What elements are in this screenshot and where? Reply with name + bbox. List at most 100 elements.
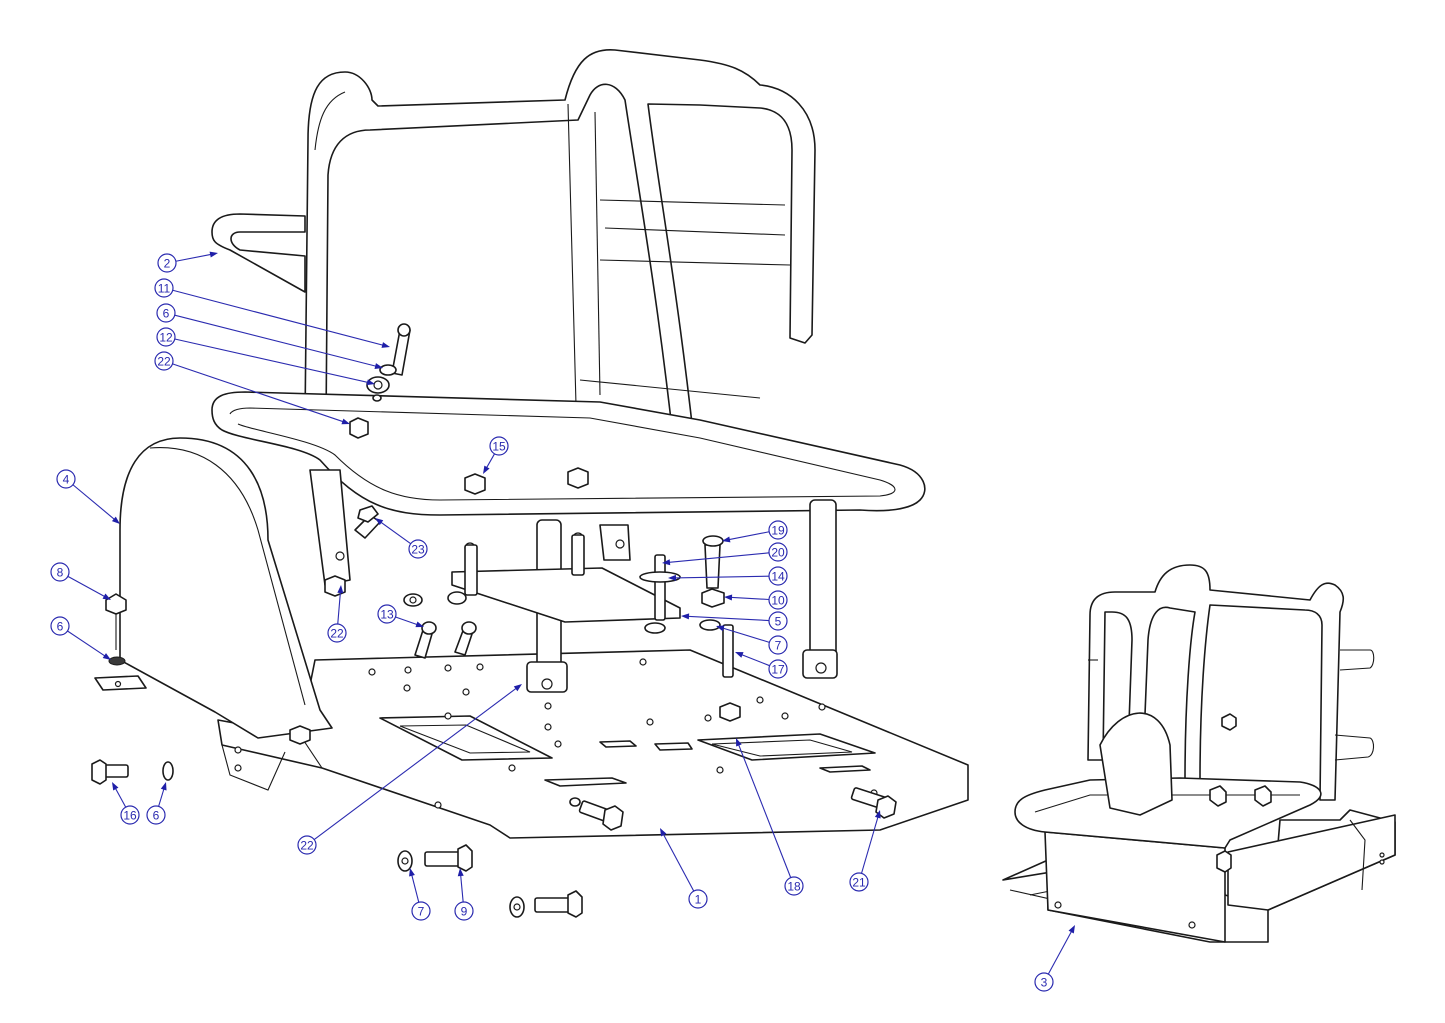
leader-arrowhead [722, 536, 731, 543]
balloon-b19: 19 [722, 520, 788, 543]
balloon-b18: 18 [736, 738, 804, 896]
balloon-circle [768, 659, 788, 679]
balloon-b22c: 22 [297, 684, 522, 855]
leader-line [737, 743, 792, 878]
balloon-circle [50, 562, 70, 582]
balloon-label: 6 [163, 307, 170, 321]
leader-arrowhead [337, 585, 344, 594]
leader-arrowhead [375, 518, 384, 526]
base-deck [217, 649, 969, 839]
balloon-circle [156, 327, 176, 347]
leader-arrowhead [415, 621, 424, 628]
balloon-label: 22 [330, 627, 344, 641]
balloon-b12: 12 [156, 327, 375, 386]
balloon-b17: 17 [735, 652, 788, 679]
leader-line [721, 627, 770, 643]
balloon-label: 23 [411, 543, 425, 557]
balloon-circle [377, 604, 397, 624]
leader-line [172, 363, 345, 423]
balloon-label: 22 [157, 355, 171, 369]
balloon-circle [56, 469, 76, 489]
leader-arrowhead [457, 868, 464, 877]
balloon-circle [688, 889, 708, 909]
balloon-b1: 1 [660, 828, 708, 909]
balloon-label: 6 [153, 809, 160, 823]
balloon-label: 7 [418, 905, 425, 919]
balloon-circle [156, 303, 176, 323]
balloon-circle [408, 539, 428, 559]
leader-line [174, 314, 378, 368]
leader-arrowhead [668, 574, 677, 581]
leader-arrowhead [374, 363, 383, 369]
leader-line [667, 552, 770, 563]
balloon-label: 3 [1041, 976, 1048, 990]
balloon-label: 7 [775, 639, 782, 653]
balloon-b21: 21 [849, 810, 881, 892]
balloon-circle [768, 611, 788, 631]
leader-line [67, 630, 107, 658]
leader-line [673, 575, 770, 579]
leader-arrowhead [735, 652, 744, 658]
balloon-circle [784, 876, 804, 896]
leader-arrowhead [366, 379, 375, 386]
leader-arrowhead [660, 828, 667, 837]
leader-arrowhead [341, 418, 350, 425]
balloon-b7b: 7 [409, 868, 431, 921]
balloon-label: 13 [380, 608, 394, 622]
leader-line [662, 833, 695, 892]
main-assembly [91, 49, 969, 918]
balloon-label: 9 [461, 905, 468, 919]
leader-line [729, 596, 770, 601]
balloon-label: 20 [771, 546, 785, 560]
balloon-circle [297, 835, 317, 855]
leader-line [410, 873, 420, 903]
leader-arrowhead [662, 559, 671, 566]
leader-line [72, 484, 116, 521]
balloon-b22b: 22 [327, 585, 347, 643]
balloon-circle [768, 635, 788, 655]
balloon-b7a: 7 [716, 625, 788, 655]
leader-arrowhead [724, 594, 733, 601]
balloon-circle [154, 278, 174, 298]
balloon-circle [489, 436, 509, 456]
leader-line [172, 289, 385, 347]
leader-arrowhead [409, 868, 415, 877]
balloon-label: 22 [300, 839, 314, 853]
balloon-circle [157, 253, 177, 273]
balloon-label: 18 [787, 880, 801, 894]
balloon-b6a: 6 [156, 303, 383, 369]
leader-line [67, 575, 107, 598]
balloon-label: 15 [492, 440, 506, 454]
balloon-label: 11 [158, 282, 171, 296]
leader-line [175, 253, 213, 262]
balloon-label: 14 [771, 570, 785, 584]
balloon-label: 16 [123, 809, 137, 823]
balloon-circle [454, 901, 474, 921]
balloon-b3: 3 [1034, 925, 1075, 992]
leader-arrowhead [1068, 925, 1075, 934]
leader-line [313, 687, 518, 841]
balloon-circle [768, 542, 788, 562]
leader-line [174, 338, 370, 384]
leader-arrowhead [102, 593, 111, 600]
balloon-circle [146, 805, 166, 825]
roll-cage [211, 49, 926, 693]
balloon-circle [768, 590, 788, 610]
leader-line [158, 787, 165, 807]
balloon-b11: 11 [154, 278, 390, 348]
leader-line [727, 531, 770, 541]
balloon-label: 19 [771, 524, 785, 538]
balloon-b5: 5 [681, 611, 788, 631]
balloon-b10: 10 [724, 590, 788, 610]
balloon-b16: 16 [112, 782, 140, 825]
leader-arrowhead [381, 342, 390, 348]
balloon-label: 6 [57, 620, 64, 634]
assembled-view [1002, 564, 1396, 943]
leader-arrowhead [681, 613, 690, 620]
balloon-b4: 4 [56, 469, 120, 524]
balloon-b15: 15 [483, 436, 509, 474]
balloon-b23: 23 [375, 518, 428, 559]
balloon-b14: 14 [668, 566, 788, 586]
balloon-label: 8 [57, 566, 64, 580]
